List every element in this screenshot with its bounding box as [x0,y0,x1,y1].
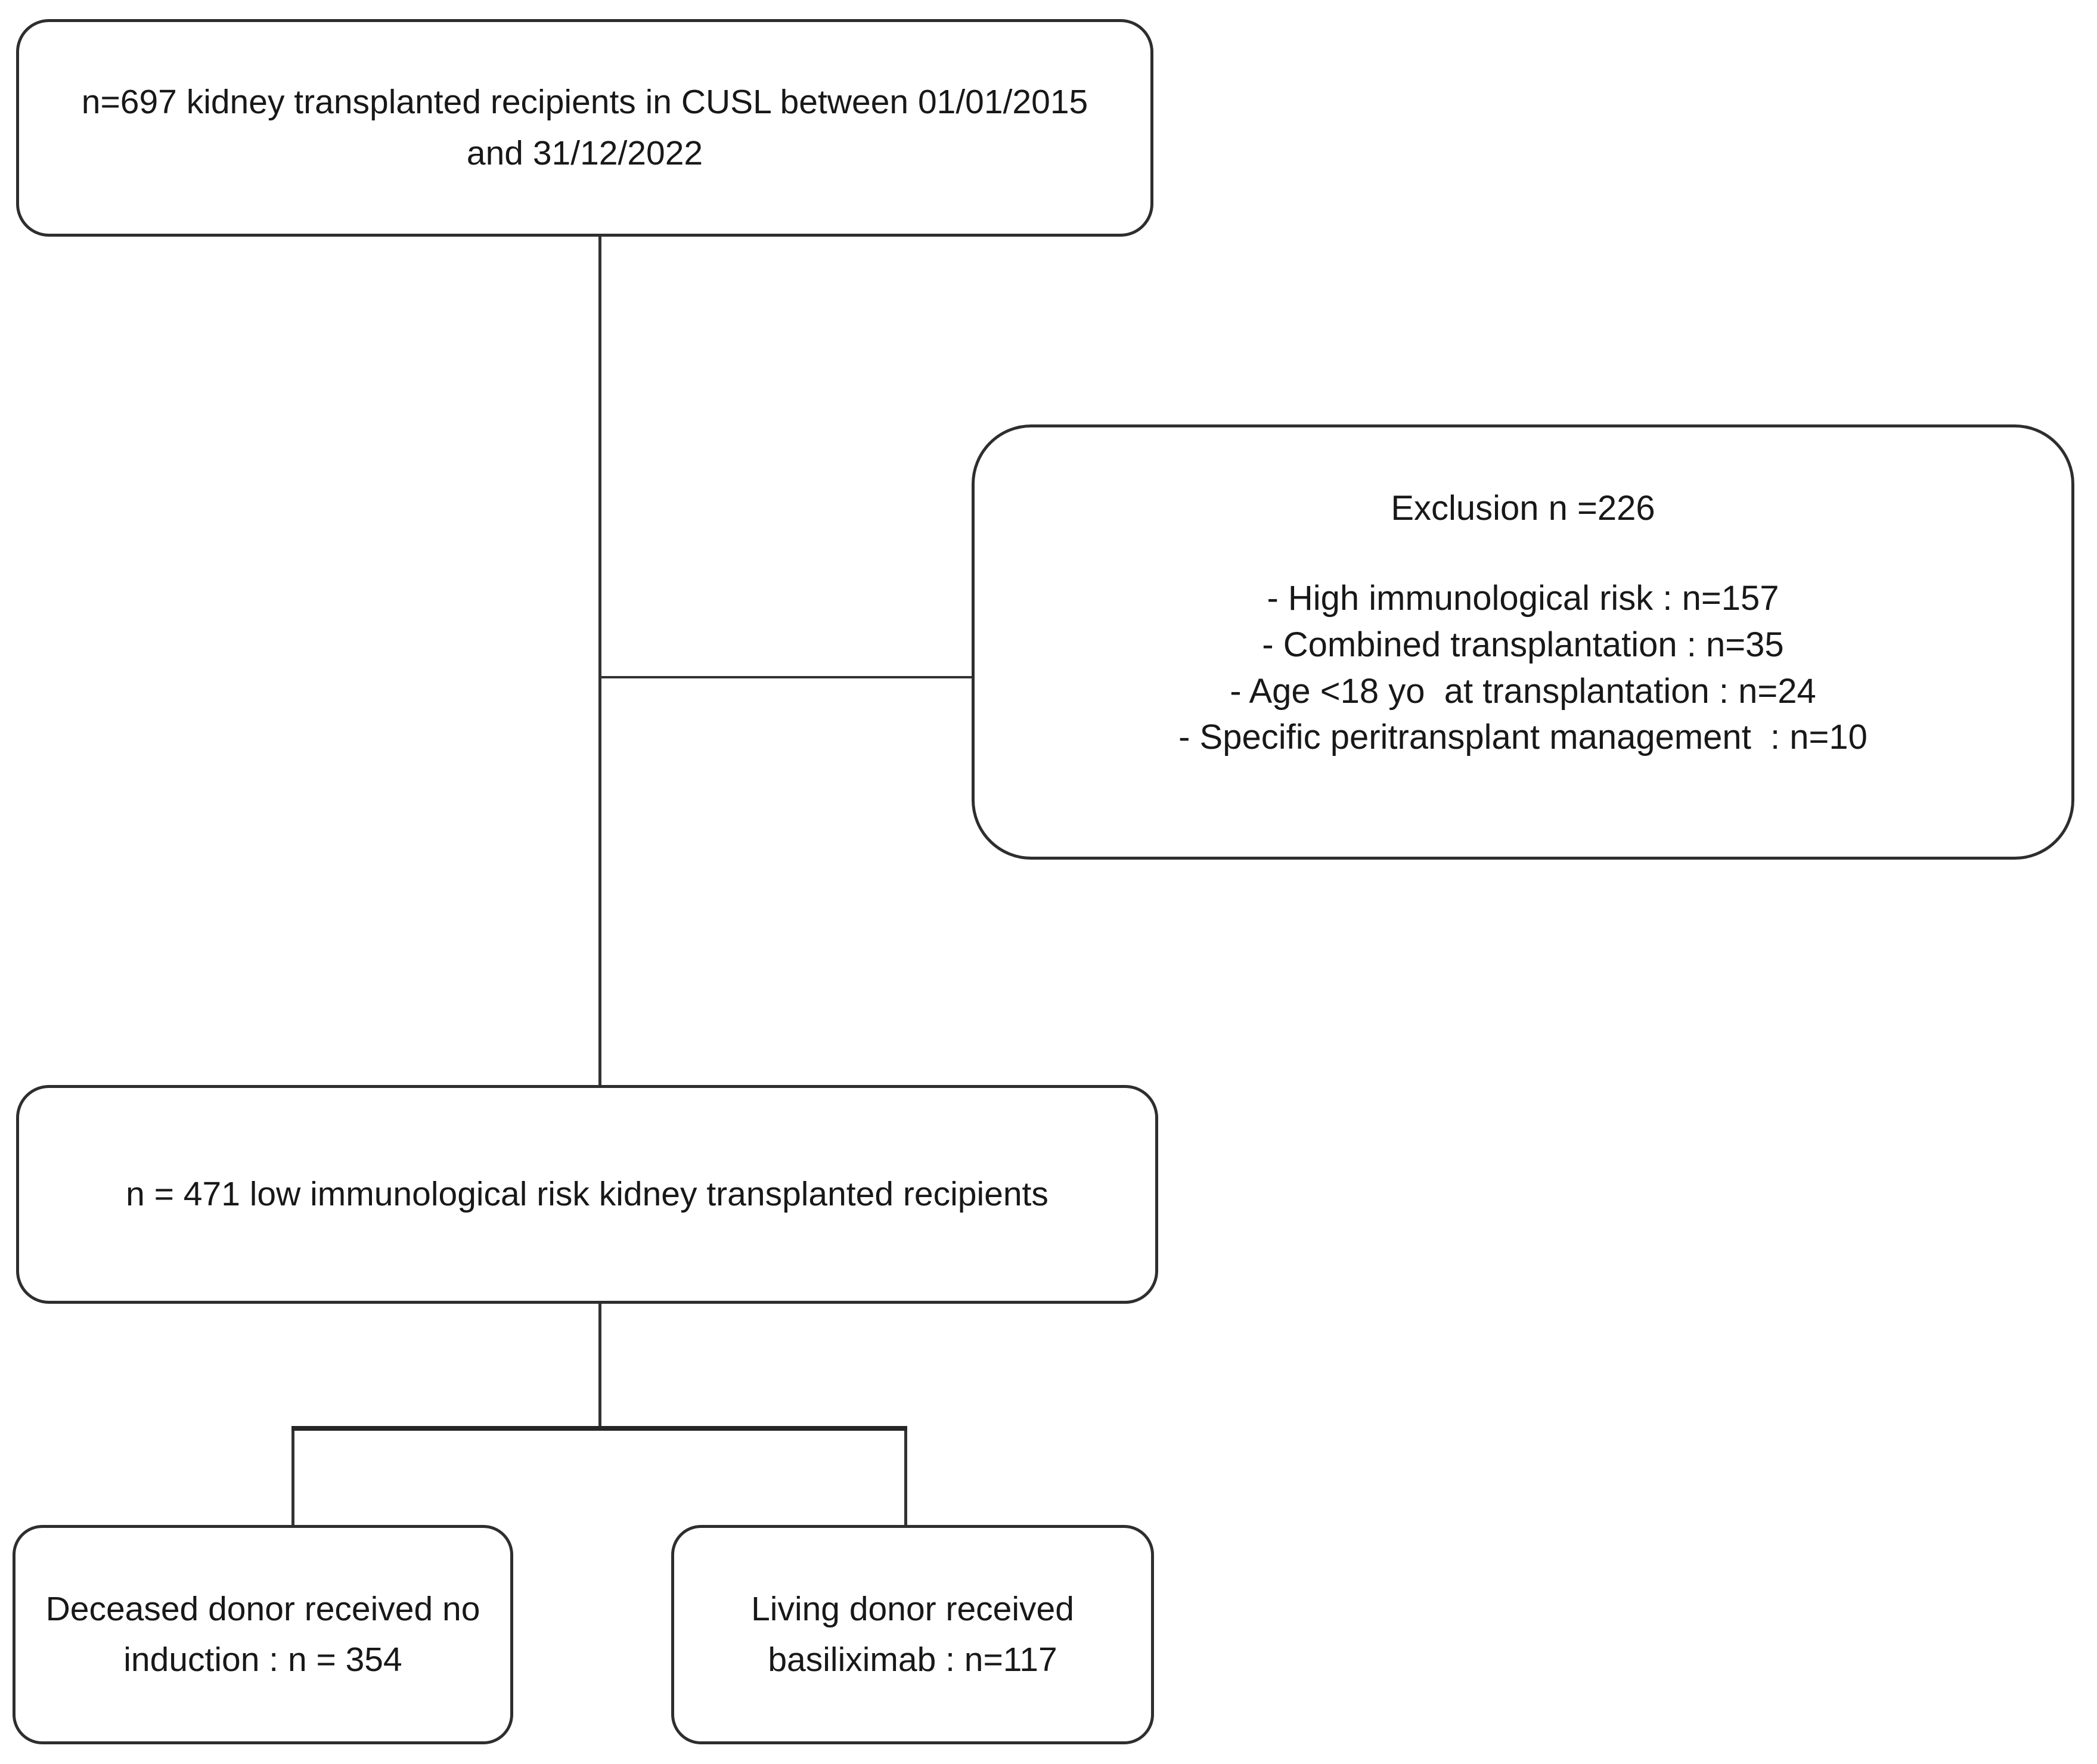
connector-to-exclusion [600,676,973,678]
living-donor-text: Living donor received basiliximab : n=11… [751,1589,1074,1679]
connector-top-to-included [598,237,601,1085]
total-recipients-text: n=697 kidney transplanted recipients in … [81,83,1088,172]
deceased-donor-box: Deceased donor received no induction : n… [13,1525,513,1744]
exclusion-list: - High immunological risk : n=157 - Comb… [975,575,2071,761]
exclusion-item-high-immunological-risk: - High immunological risk : n=157 [1267,579,1779,618]
exclusion-item-age-under-18: - Age <18 yo at transplantation : n=24 [1230,671,1816,711]
total-recipients-box: n=697 kidney transplanted recipients in … [16,19,1153,237]
connector-branch-right-drop [904,1431,907,1526]
exclusion-title: Exclusion n =226 [1391,489,1655,528]
included-recipients-text: n = 471 low immunological risk kidney tr… [126,1174,1048,1213]
connector-included-to-branch [598,1304,601,1429]
exclusion-item-combined-transplantation: - Combined transplantation : n=35 [1262,625,1784,664]
exclusion-box: Exclusion n =226 - High immunological ri… [972,424,2074,860]
exclusion-item-specific-peritransplant-management: - Specific peritransplant management : n… [1178,718,1868,757]
living-donor-box: Living donor received basiliximab : n=11… [671,1525,1154,1744]
connector-branch-horizontal [291,1426,907,1431]
deceased-donor-text: Deceased donor received no induction : n… [45,1589,480,1679]
connector-branch-left-drop [291,1431,294,1526]
included-recipients-box: n = 471 low immunological risk kidney tr… [16,1085,1158,1304]
